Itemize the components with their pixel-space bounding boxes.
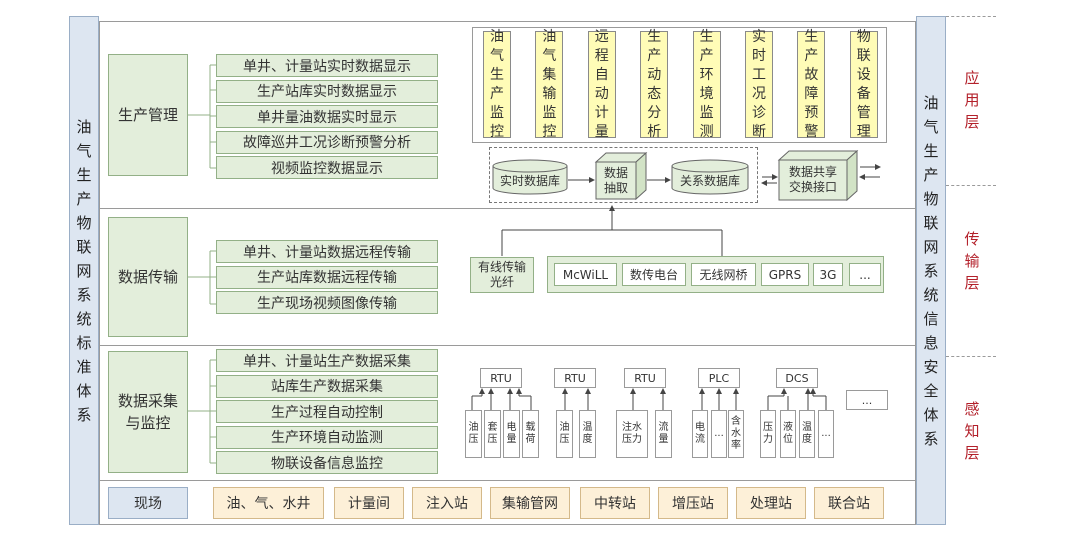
application-item: 生产故障预警 [797, 29, 826, 140]
sensor-item: 注水压力 [616, 410, 648, 458]
data-collection-box: 数据采集与监控 [108, 351, 188, 473]
sensor-item: 压力 [760, 410, 776, 458]
site-item: 计量间 [334, 487, 404, 519]
realtime-db-label: 实时数据库 [499, 174, 560, 188]
application-item: 油气生产监控 [483, 29, 511, 140]
application-item: 生产环境监测 [692, 29, 721, 140]
application-item: 远程自动计量 [587, 29, 616, 140]
function-item: 生产站库数据远程传输 [216, 265, 438, 289]
wireless-option: ... [849, 263, 881, 286]
sensor-item: 温度 [579, 410, 596, 458]
function-item: 故障巡井工况诊断预警分析 [216, 130, 438, 154]
production-management-label: 生产管理 [117, 106, 178, 124]
site-item: 联合站 [814, 487, 884, 519]
divider-perc-field [99, 480, 916, 481]
exchange-label: 数据共享交换接口 [788, 165, 837, 194]
site-item: 油、气、水井 [213, 487, 324, 519]
sensor-item: 液位 [780, 410, 796, 458]
function-item: 单井量油数据实时显示 [216, 105, 438, 129]
application-item: 油气集输监控 [535, 29, 564, 140]
sensor-item: 油压 [556, 410, 573, 458]
main-frame [99, 21, 916, 525]
relational-db-label: 关系数据库 [679, 174, 740, 188]
standard-system-sidebar: 油气生产物联网系统标准体系 [69, 16, 99, 525]
sensor-item: 套压 [484, 410, 501, 458]
sensor-item: 含水率 [728, 410, 744, 458]
site-item: 注入站 [412, 487, 482, 519]
function-item: 站库生产数据采集 [216, 374, 438, 398]
function-item: 单井、计量站实时数据显示 [216, 54, 438, 77]
data-flow-box [489, 147, 758, 203]
plc: PLC [698, 368, 740, 388]
sensor-item: 电量 [503, 410, 520, 458]
extract-label: 数据抽取 [603, 165, 628, 195]
function-item: 生产过程自动控制 [216, 400, 438, 424]
wireless-option: 3G [813, 263, 843, 286]
divider-app-trans [99, 208, 916, 209]
application-item: 生产动态分析 [640, 29, 669, 140]
rtu-2: RTU [554, 368, 596, 388]
wireless-option: GPRS [761, 263, 809, 286]
rtu-1: RTU [480, 368, 522, 388]
site-item: 集输管网 [490, 487, 570, 519]
site-item: 增压站 [658, 487, 728, 519]
sensor-item: 温度 [799, 410, 815, 458]
production-management-box: 生产管理 [108, 54, 188, 176]
sensor-item: ... [818, 410, 834, 458]
layer-dash-1 [946, 185, 996, 186]
function-item: 视频监控数据显示 [216, 156, 438, 180]
rtu-3: RTU [624, 368, 666, 388]
function-item: 生产站库实时数据显示 [216, 79, 438, 103]
field-label-box: 现场 [108, 487, 188, 519]
application-item: 实时工况诊断 [745, 29, 773, 140]
sensor-item: 流量 [655, 410, 672, 458]
function-item: 生产现场视频图像传输 [216, 291, 438, 315]
function-item: 物联设备信息监控 [216, 451, 438, 475]
wireless-option: 无线网桥 [691, 263, 756, 286]
layer-dash-top [946, 16, 996, 17]
wired-transmission-box: 有线传输光纤 [470, 257, 534, 293]
sensor-item: 电流 [692, 410, 708, 458]
applications-panel [472, 27, 887, 143]
data-collection-label: 数据采集与监控 [117, 392, 178, 432]
divider-trans-perc [99, 345, 916, 346]
application-item: 物联设备管理 [849, 29, 878, 140]
function-item: 生产环境自动监测 [216, 425, 438, 449]
sensor-item: ... [711, 410, 727, 458]
layer-label-perception: 感知层 [964, 400, 980, 462]
layer-label-transmission: 传输层 [964, 230, 980, 292]
data-transmission-box: 数据传输 [108, 217, 188, 337]
standard-system-title: 油气生产物联网系统标准体系 [76, 117, 92, 424]
data-transmission-label: 数据传输 [117, 268, 178, 286]
site-item: 处理站 [736, 487, 806, 519]
security-system-sidebar: 油气生产物联网系统信息安全体系 [916, 16, 946, 525]
function-item: 单井、计量站数据远程传输 [216, 240, 438, 263]
function-item: 单井、计量站生产数据采集 [216, 349, 438, 372]
more-devices: ... [846, 390, 888, 410]
sensor-item: 油压 [465, 410, 482, 458]
layer-dash-2 [946, 356, 996, 357]
sensor-item: 载荷 [522, 410, 539, 458]
layer-label-application: 应用层 [964, 69, 980, 131]
dcs: DCS [776, 368, 818, 388]
security-system-title: 油气生产物联网系统信息安全体系 [923, 93, 939, 448]
wireless-option: McWiLL [554, 263, 617, 286]
site-item: 中转站 [580, 487, 650, 519]
wireless-option: 数传电台 [622, 263, 686, 286]
